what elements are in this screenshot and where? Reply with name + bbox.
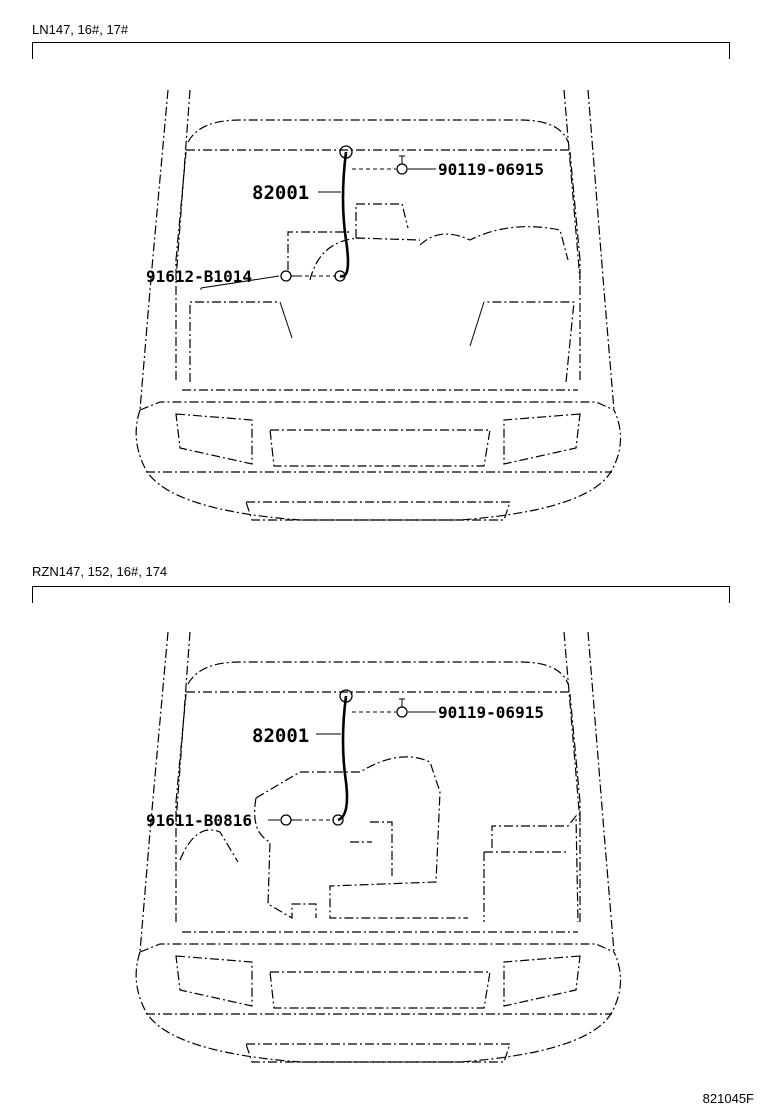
reference-code: 821045F — [702, 1091, 754, 1106]
bolt-icon-side — [280, 814, 292, 826]
grille — [269, 429, 491, 467]
cowl — [187, 661, 569, 685]
section-2-bracket — [32, 586, 730, 603]
label-cable: 82001 — [252, 725, 309, 747]
cowl — [187, 119, 569, 143]
harness-grommet-top — [339, 145, 353, 159]
grille — [269, 971, 491, 1009]
right-a-pillar — [587, 89, 615, 411]
harness-82001 — [337, 695, 349, 822]
front-body — [135, 409, 622, 521]
bolt-icon-top — [396, 706, 408, 718]
engine-block — [255, 756, 468, 919]
air-cleaner — [419, 226, 569, 261]
left-headlight — [175, 955, 253, 1007]
bolt-icon-top — [396, 163, 408, 175]
section-1-title: LN147, 16#, 17# — [32, 22, 129, 37]
section-1-diagram: 90119-06915 82001 91612-B1014 — [135, 89, 622, 521]
bolt-icon-side — [280, 270, 292, 282]
section-2-title: RZN147, 152, 16#, 174 — [32, 564, 168, 579]
label-side-bolt: 91612-B1014 — [146, 267, 252, 286]
section-2-diagram: 90119-06915 82001 91611-B0816 — [135, 631, 622, 1063]
bumper-slot — [245, 501, 511, 521]
left-headlight — [175, 413, 253, 465]
battery — [491, 814, 579, 923]
label-top-bolt: 90119-06915 — [438, 160, 544, 179]
section-1-bracket — [32, 42, 730, 59]
left-a-pillar — [139, 89, 169, 411]
label-side-bolt: 91611-B0816 — [146, 811, 252, 830]
right-headlight — [503, 955, 581, 1007]
harness-82001 — [339, 151, 350, 278]
harness-grommet-top — [339, 689, 353, 703]
right-headlight — [503, 413, 581, 465]
label-cable: 82001 — [252, 182, 309, 204]
label-top-bolt: 90119-06915 — [438, 703, 544, 722]
